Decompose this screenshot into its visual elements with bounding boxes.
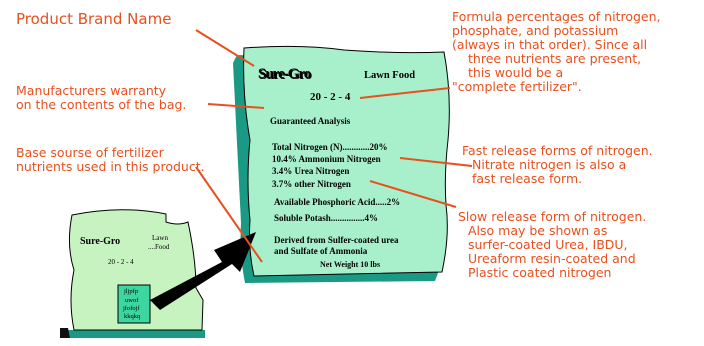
bag-phosphoric-acid: Available Phosphoric Acid.....2% — [274, 197, 401, 207]
small-bag-formula: 20 - 2 - 4 — [108, 258, 134, 266]
bag-product: Lawn Food — [364, 70, 416, 81]
formula-note-line: this would be a — [468, 65, 564, 80]
bag-other-nitrogen: 3.7% other Nitrogen — [272, 179, 351, 189]
slow-release-note-line: Ureaform resin-coated and — [468, 251, 636, 266]
small-bag-label-line: uwof — [125, 297, 139, 304]
slow-release-note: Slow release form of nitrogen. Also may … — [458, 210, 646, 280]
large-bag-outline — [243, 45, 450, 277]
formula-note-line: phosphate, and potassium — [452, 23, 619, 38]
small-bag-label-line: jfofojf — [123, 305, 140, 312]
small-bag-product-1: Lawn — [152, 234, 168, 242]
base-source-note-line: Base sourse of fertilizer — [16, 145, 164, 160]
small-bag-brand: Sure-Gro — [80, 236, 121, 247]
brand-name-label: Product Brand Name — [16, 10, 172, 28]
bag-ammonium-nitrogen: 10.4% Ammonium Nitrogen — [272, 154, 381, 164]
small-bag-product-2: ....Food — [148, 243, 170, 251]
formula-note-line: Formula percentages of nitrogen, — [452, 9, 661, 24]
warranty-note-line: on the contents of the bag. — [16, 97, 187, 112]
base-source-note-line: nutrients used in this product. — [16, 159, 205, 174]
pointer-arrow — [150, 232, 256, 310]
fast-release-note-line: Nitrate nitrogen is also a — [472, 157, 627, 172]
line-base-source — [195, 166, 263, 263]
small-bag-label-box — [117, 284, 151, 324]
bag-total-nitrogen: Total Nitrogen (N)............20% — [272, 142, 388, 152]
small-bag-shadow-left — [60, 328, 70, 338]
line-formula — [359, 87, 451, 99]
bag-formula: 20 - 2 - 4 — [310, 91, 351, 103]
warranty-note-line: Manufacturers warranty — [16, 83, 167, 98]
bag-derived-from-1: Derived from Sulfer-coated urea — [274, 235, 399, 245]
small-bag-label-line: kkqkq — [124, 313, 141, 320]
line-fast-release — [399, 157, 473, 167]
line-brand — [195, 29, 255, 67]
bag-derived-from-2: and Sulfate of Ammonia — [274, 246, 368, 256]
fast-release-note-line: Fast release forms of nitrogen. — [462, 143, 653, 158]
slow-release-note-line: Also may be shown as — [468, 223, 608, 238]
fast-release-note-line: fast release form. — [472, 171, 583, 186]
bag-guaranteed-analysis: Guaranteed Analysis — [270, 116, 351, 126]
bag-urea-nitrogen: 3.4% Urea Nitrogen — [272, 166, 350, 176]
bag-soluble-potash: Soluble Potash...............4% — [274, 213, 379, 223]
formula-note: Formula percentages of nitrogen, phospha… — [452, 10, 704, 94]
small-bag-shadow — [62, 330, 205, 338]
line-slow-release — [369, 180, 457, 208]
fast-release-note: Fast release forms of nitrogen. Nitrate … — [462, 144, 653, 186]
bag-net-weight: Net Weight 10 lbs — [320, 260, 381, 269]
slow-release-note-line: Plastic coated nitrogen — [468, 265, 612, 280]
formula-note-line: three nutrients are present, — [468, 51, 642, 66]
formula-note-line: (always in that order). Since all — [452, 37, 648, 52]
slow-release-note-line: Slow release form of nitrogen. — [458, 209, 647, 224]
base-source-note: Base sourse of fertilizer nutrients used… — [16, 146, 205, 174]
formula-note-line: "complete fertilizer". — [452, 79, 582, 94]
slow-release-note-line: surfer-coated Urea, IBDU, — [468, 237, 628, 252]
line-warranty — [207, 103, 265, 109]
small-bag-label-line: jljpfp — [124, 288, 139, 295]
bag-brand: Sure-Gro — [258, 66, 311, 82]
warranty-note: Manufacturers warranty on the contents o… — [16, 84, 186, 112]
